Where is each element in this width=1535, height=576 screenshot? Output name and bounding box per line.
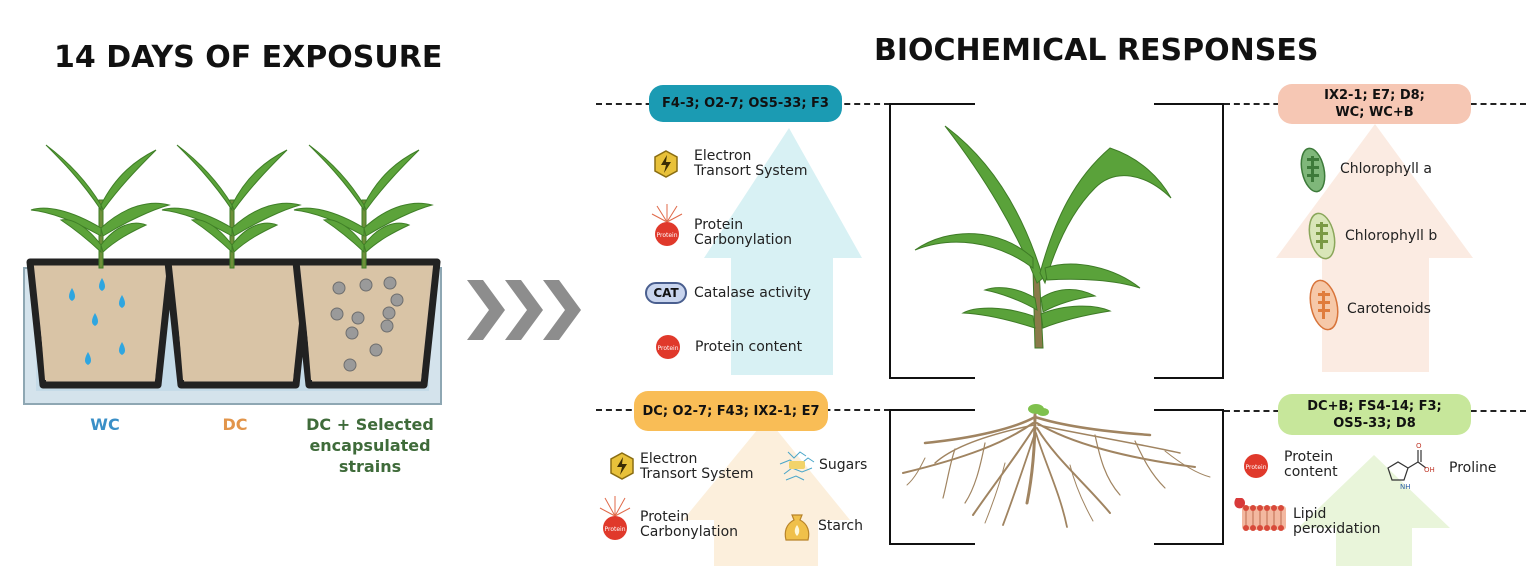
protein-icon: Protein (1244, 454, 1268, 478)
left-title: 14 DAYS OF EXPOSURE (54, 40, 443, 75)
arrow-top-left (704, 128, 862, 375)
legend-dc: DC (222, 415, 248, 434)
svg-text:Protein: Protein (657, 345, 678, 352)
item-label: Chlorophyll a (1340, 161, 1432, 177)
legend-wc: WC (90, 415, 120, 434)
item-label: Catalase activity (694, 285, 811, 301)
proline-structure-icon: O OH NH (1387, 442, 1435, 491)
chromoplast-icon (1309, 279, 1339, 331)
root-system-icon (902, 404, 1211, 528)
chloroplast-icon (1300, 147, 1326, 193)
bracket-right-shoot (1154, 103, 1224, 379)
pot-wc (26, 258, 175, 389)
protein-carbonylation-icon: Protein (651, 204, 683, 246)
pot-dc (164, 258, 313, 389)
item-label: Starch (818, 518, 863, 534)
item-label: Sugars (819, 457, 868, 473)
item-label: Protein content (695, 339, 803, 355)
item-label: Proline (1449, 460, 1497, 476)
sugars-icon (779, 451, 815, 481)
bracket-left-root (889, 409, 975, 545)
cat-enzyme-icon: CAT (645, 282, 687, 304)
proline-o: O (1416, 442, 1422, 450)
pot-setup-illustration (23, 144, 442, 405)
item-label: Protein content (1284, 449, 1338, 480)
lightning-icon (610, 452, 634, 480)
arrow-bottom-left (683, 418, 850, 566)
proline-nh: NH (1400, 483, 1411, 491)
bracket-left-shoot (889, 103, 975, 379)
strains-pill-top-left: F4-3; O2-7; OS5-33; F3 (649, 85, 842, 122)
protein-icon: Protein (656, 335, 680, 359)
protein-carbonylation-icon: Protein (599, 496, 631, 540)
strains-pill-bottom-left: DC; O2-7; F43; IX2-1; E7 (634, 391, 828, 431)
seedling-plants (30, 144, 434, 269)
pot-dc-strains (292, 258, 441, 389)
legend-dc-strains: DC + Selected encapsulated strains (306, 415, 434, 476)
proline-oh: OH (1424, 466, 1435, 474)
encapsulated-beads (330, 276, 404, 372)
right-title: BIOCHEMICAL RESPONSES (874, 33, 1319, 68)
bracket-right-root (1154, 409, 1224, 545)
item-label: Lipid peroxidation (1293, 506, 1381, 537)
item-label: Chlorophyll b (1345, 228, 1438, 244)
lightning-icon (654, 150, 678, 178)
svg-text:Protein: Protein (604, 526, 625, 533)
water-drops (69, 278, 125, 365)
starch-bag-icon (784, 514, 810, 541)
chloroplast-icon (1308, 212, 1336, 260)
lipid-membrane-icon (1234, 498, 1286, 531)
strains-pill-bottom-right: DC+B; FS4-14; F3; OS5-33; D8 (1278, 394, 1471, 435)
strains-pill-top-right: IX2-1; E7; D8; WC; WC+B (1278, 84, 1471, 124)
maize-shoot-icon (914, 125, 1172, 349)
svg-text:Protein: Protein (656, 232, 677, 239)
chevron-arrows-icon (467, 280, 581, 340)
item-label: Carotenoids (1347, 301, 1431, 317)
svg-text:Protein: Protein (1245, 464, 1266, 471)
arrow-bottom-right (1298, 455, 1450, 566)
